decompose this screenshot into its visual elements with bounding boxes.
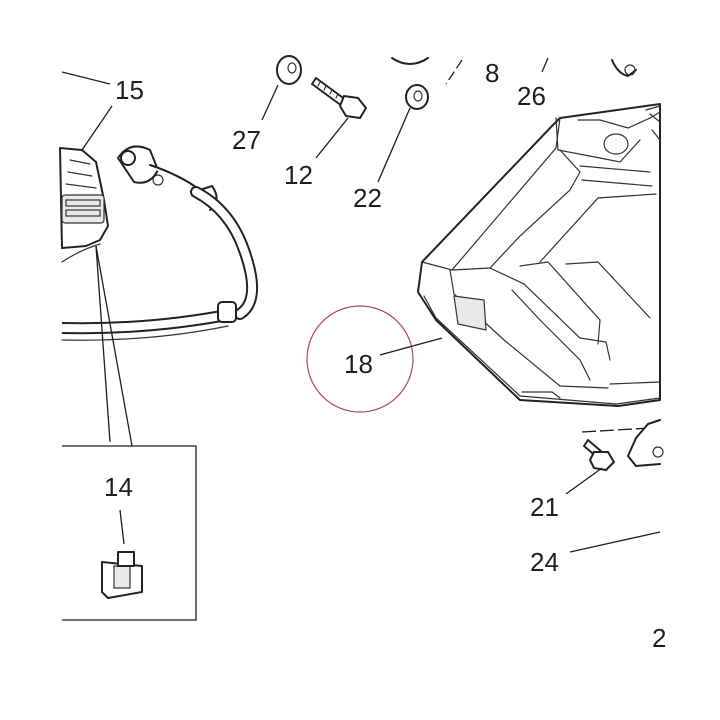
callout-12: 12 xyxy=(284,160,313,190)
callout-15: 15 xyxy=(115,75,144,105)
bracket-part xyxy=(627,419,661,467)
leader-26 xyxy=(541,57,549,73)
leader-21 xyxy=(565,467,603,495)
callout-18: 18 xyxy=(344,349,373,379)
leader-24 xyxy=(569,531,661,553)
leader-18 xyxy=(379,337,443,356)
callout-22: 22 xyxy=(353,183,382,213)
inset-box-14 xyxy=(62,445,197,621)
leader-15 xyxy=(61,71,111,85)
washer-22 xyxy=(405,84,429,110)
leader-14-right xyxy=(95,245,133,447)
top-right-fragment xyxy=(611,59,637,77)
callout-2: 2 xyxy=(652,623,666,653)
leader-8 xyxy=(445,59,463,85)
washer-27 xyxy=(276,55,302,85)
callout-27: 27 xyxy=(232,125,261,155)
leader-12 xyxy=(315,117,349,159)
callout-8: 8 xyxy=(485,58,499,88)
leader-21-dash xyxy=(581,427,651,433)
fuse-part xyxy=(101,509,143,599)
ground-cable xyxy=(61,145,259,341)
callout-26: 26 xyxy=(517,81,546,111)
callout-14: 14 xyxy=(104,472,133,502)
callout-21: 21 xyxy=(530,492,559,522)
screw-21 xyxy=(583,439,615,471)
leader-14-left xyxy=(95,245,111,443)
leader-22 xyxy=(377,107,411,183)
top-part-fragment xyxy=(391,57,429,65)
leader-27 xyxy=(261,84,279,121)
battery-tray-18 xyxy=(417,103,661,407)
bolt-12 xyxy=(311,77,367,119)
leader-15-b xyxy=(81,105,113,151)
highlight-circle-18 xyxy=(306,305,414,413)
callout-24: 24 xyxy=(530,547,559,577)
connector-part xyxy=(59,147,109,263)
